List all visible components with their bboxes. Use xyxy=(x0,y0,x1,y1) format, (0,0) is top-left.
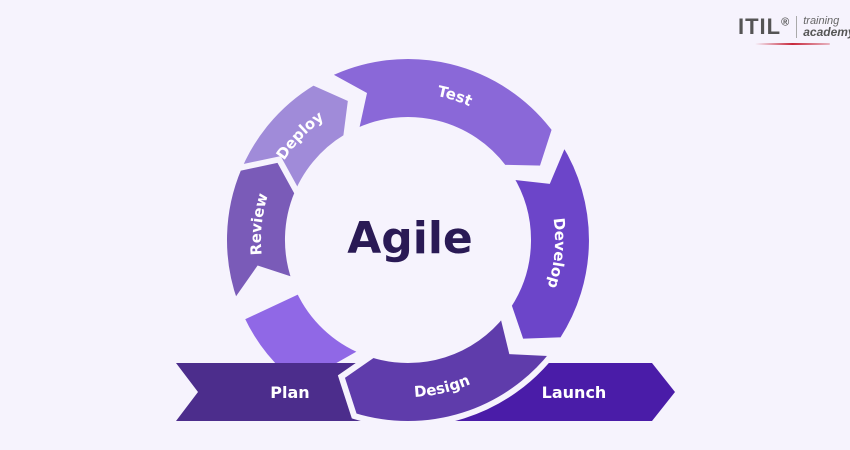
deploy-ring-segment xyxy=(230,78,355,206)
logo-line1: training xyxy=(803,14,840,27)
launch-label: Launch xyxy=(542,383,607,402)
agile-title: Agile xyxy=(347,213,473,264)
logo-line2: academy xyxy=(803,24,850,39)
plan-label: Plan xyxy=(270,383,309,402)
logo-reg: ® xyxy=(781,16,791,29)
logo-underline xyxy=(755,43,830,45)
logo-divider xyxy=(796,16,798,38)
develop-ring-segment xyxy=(503,136,595,345)
design-ring-segment xyxy=(337,307,559,428)
logo-brand: ITIL xyxy=(738,14,782,39)
test-ring-segment xyxy=(320,53,559,172)
review-ring-segment xyxy=(220,156,301,310)
